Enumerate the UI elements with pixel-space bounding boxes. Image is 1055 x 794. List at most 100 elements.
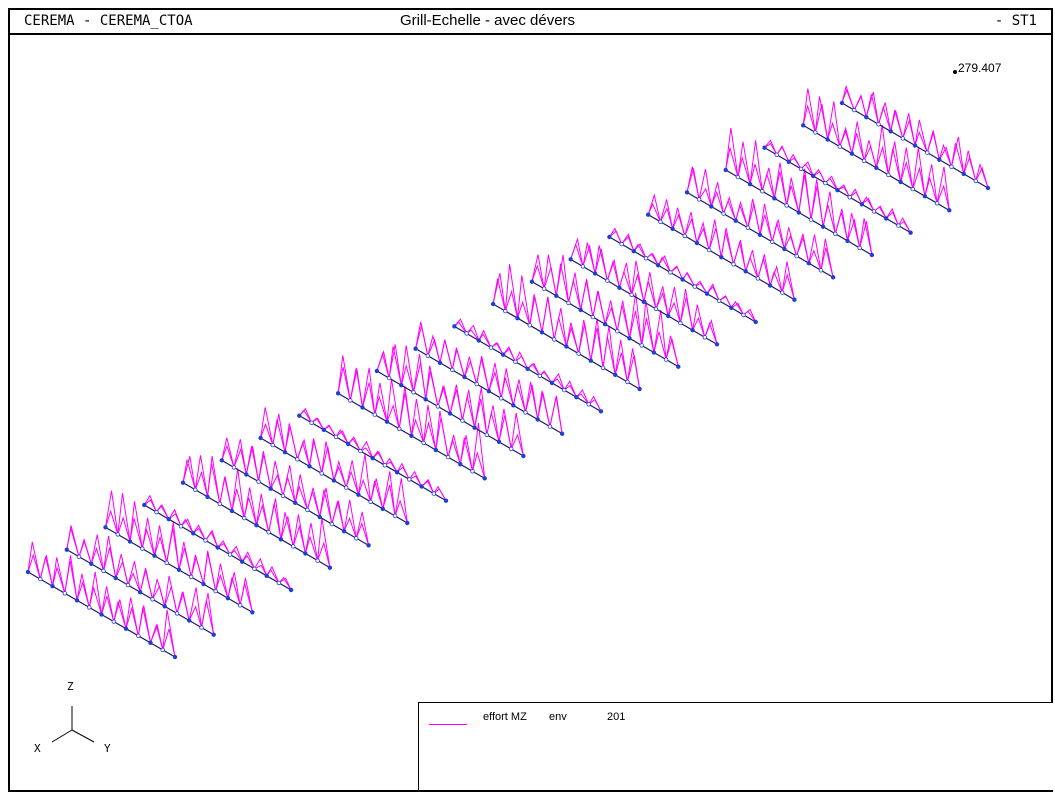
moment-curve bbox=[647, 199, 795, 300]
beam-node bbox=[684, 190, 690, 195]
beam-node bbox=[651, 350, 657, 355]
beam-node bbox=[496, 439, 502, 444]
axis-triad bbox=[51, 706, 95, 743]
beam-node bbox=[419, 484, 424, 489]
beam-node bbox=[709, 204, 714, 209]
drawing-frame: CEREMA - CEREMA_CTOA Grill-Echelle - ave… bbox=[8, 8, 1053, 792]
beam-node bbox=[178, 524, 184, 529]
beam-node bbox=[140, 546, 145, 551]
beam-node bbox=[590, 314, 596, 320]
beam-node bbox=[861, 158, 867, 163]
beam-node bbox=[784, 203, 789, 208]
beam-node bbox=[973, 178, 978, 184]
beam-node bbox=[423, 397, 428, 402]
beam-node bbox=[484, 432, 489, 437]
beam-node bbox=[346, 441, 351, 447]
beam-node bbox=[592, 271, 598, 276]
beam-node bbox=[845, 238, 850, 243]
beam-node bbox=[767, 283, 773, 288]
beam-node bbox=[637, 386, 642, 392]
beam-node bbox=[370, 456, 375, 461]
beam-node bbox=[723, 167, 728, 173]
beam-node bbox=[111, 619, 116, 624]
beam-node bbox=[547, 424, 553, 429]
beam-node bbox=[227, 552, 233, 557]
beam-node bbox=[922, 193, 928, 199]
beam-node bbox=[244, 472, 249, 477]
beam-node bbox=[835, 187, 840, 193]
beam-node bbox=[256, 479, 261, 484]
beam-node bbox=[808, 217, 814, 222]
beam-node bbox=[576, 351, 581, 356]
beam-node bbox=[309, 420, 314, 425]
beam-node bbox=[74, 598, 80, 603]
beam-node bbox=[291, 544, 296, 549]
beam-node bbox=[160, 647, 165, 653]
beam-node bbox=[219, 458, 224, 463]
beam-node bbox=[706, 247, 712, 253]
beam-node bbox=[947, 208, 952, 213]
beam-node bbox=[231, 465, 237, 470]
beam-node bbox=[486, 389, 492, 394]
beam-node bbox=[374, 368, 380, 374]
beam-node bbox=[910, 186, 915, 192]
beam-node bbox=[629, 292, 634, 297]
beam-node bbox=[203, 538, 208, 543]
beam-node bbox=[627, 336, 632, 341]
beam-node bbox=[250, 610, 255, 615]
beam-node bbox=[680, 277, 685, 282]
beam-node bbox=[782, 246, 787, 252]
beam-node bbox=[180, 480, 186, 485]
beam-node bbox=[50, 584, 55, 589]
beam-node bbox=[64, 547, 69, 552]
beam-node bbox=[297, 413, 302, 418]
beam-node bbox=[600, 365, 606, 370]
y-axis-line bbox=[71, 729, 95, 743]
legend-case-number: 201 bbox=[607, 711, 626, 723]
title-bar: CEREMA - CEREMA_CTOA Grill-Echelle - ave… bbox=[10, 10, 1051, 35]
beam-node bbox=[513, 359, 518, 364]
beam-node bbox=[498, 396, 504, 401]
beam-node bbox=[837, 144, 842, 149]
beam-node bbox=[537, 373, 542, 379]
x-axis-line bbox=[51, 729, 73, 743]
beam-node bbox=[435, 404, 441, 409]
beam-node bbox=[217, 501, 222, 507]
moment-curve bbox=[182, 459, 331, 568]
x-axis-label: X bbox=[34, 742, 41, 755]
z-axis-label: Z bbox=[67, 680, 74, 693]
beam-node bbox=[392, 513, 398, 519]
beam-node bbox=[839, 100, 845, 106]
max-point-marker bbox=[953, 70, 957, 74]
beam-node bbox=[619, 241, 624, 247]
beam-node bbox=[433, 447, 438, 453]
beam-node bbox=[714, 342, 720, 347]
beam-node bbox=[472, 425, 477, 430]
beam-node bbox=[925, 150, 930, 155]
beam-node bbox=[150, 597, 155, 602]
beam-node bbox=[646, 212, 651, 217]
beam-node bbox=[658, 219, 663, 224]
beam-node bbox=[704, 291, 710, 296]
beam-node bbox=[525, 366, 530, 371]
beam-node bbox=[113, 575, 118, 581]
beam-node bbox=[886, 172, 891, 178]
beam-node bbox=[613, 372, 618, 377]
beam-node bbox=[811, 173, 816, 179]
beam-node bbox=[898, 179, 903, 185]
beam-node bbox=[123, 626, 129, 631]
beam-node bbox=[820, 224, 826, 229]
beam-node bbox=[830, 275, 836, 280]
beam-node bbox=[452, 324, 457, 329]
beam-node bbox=[348, 398, 353, 403]
beam-node bbox=[237, 603, 243, 608]
beam-node bbox=[678, 320, 683, 326]
moment-curve bbox=[802, 88, 950, 211]
beam-node bbox=[755, 276, 761, 281]
beam-node bbox=[580, 264, 586, 269]
beam-node bbox=[354, 536, 359, 541]
beam-node bbox=[99, 612, 104, 617]
beam-node bbox=[876, 122, 881, 127]
beam-node bbox=[266, 530, 271, 535]
